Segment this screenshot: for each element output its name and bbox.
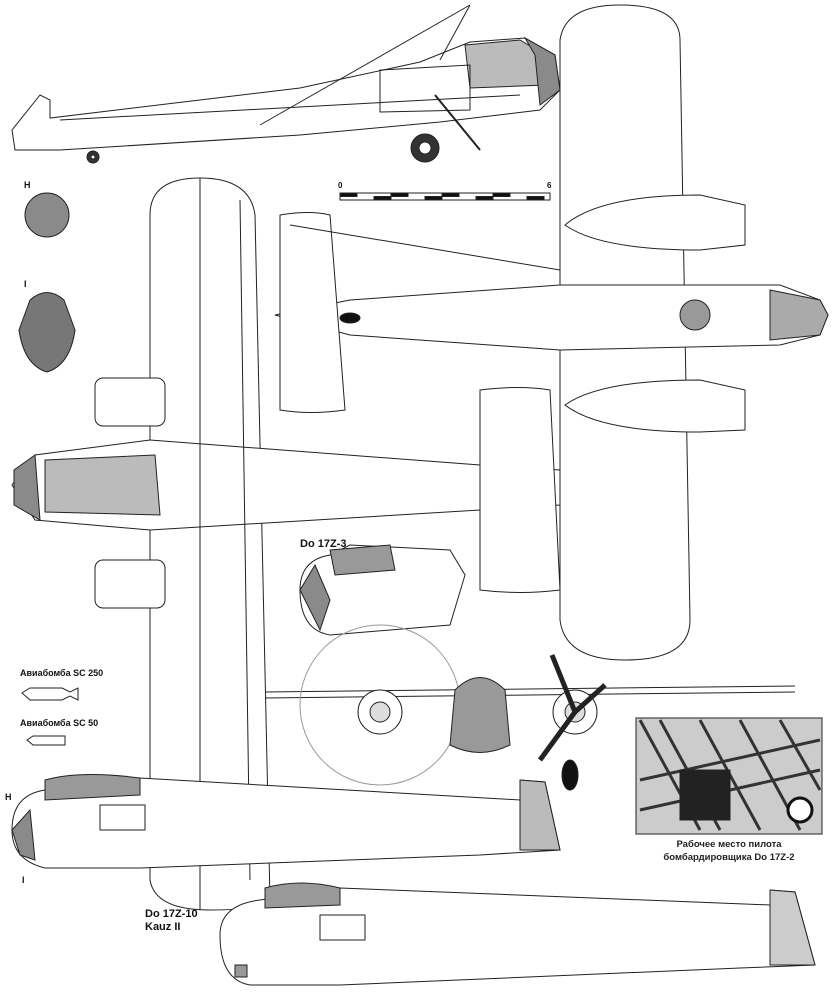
front-view: [264, 624, 796, 791]
scale-end: 6: [547, 181, 552, 190]
inset-caption-line2: бомбардировщика Do 17Z-2: [663, 852, 795, 863]
variant-z10-line2: Kauz II: [145, 921, 181, 933]
side-view-middle: [11, 773, 561, 869]
scale-start: 0: [338, 181, 343, 190]
side-marker-i: I: [22, 875, 25, 885]
scale-bar: [339, 192, 551, 201]
variant-z10-label: Do 17Z-10 Kauz II: [145, 908, 198, 934]
section-i-label: I: [24, 279, 27, 289]
inset-caption-line1: Рабочее место пилота: [676, 839, 782, 850]
section-h-shape: [24, 192, 70, 238]
side-marker-h: H: [5, 792, 12, 802]
section-h-label: H: [24, 180, 31, 190]
variant-z10-line1: Do 17Z-10: [145, 908, 198, 920]
section-i-shape: [18, 292, 76, 373]
cockpit-photo: [635, 717, 823, 835]
bomb-sc50-label: Авиабомба SC 50: [20, 718, 99, 728]
nose-detail-z3: [299, 544, 466, 636]
side-view-z10: [219, 882, 816, 986]
inset-caption: Рабочее место пилота бомбардировщика Do …: [636, 838, 822, 864]
variant-z3-label: Do 17Z-3: [300, 538, 347, 550]
side-view-top: [11, 4, 561, 164]
bomb-sc250-label: Авиабомба SC 250: [20, 668, 104, 678]
plan-view-bottom: [274, 4, 829, 661]
